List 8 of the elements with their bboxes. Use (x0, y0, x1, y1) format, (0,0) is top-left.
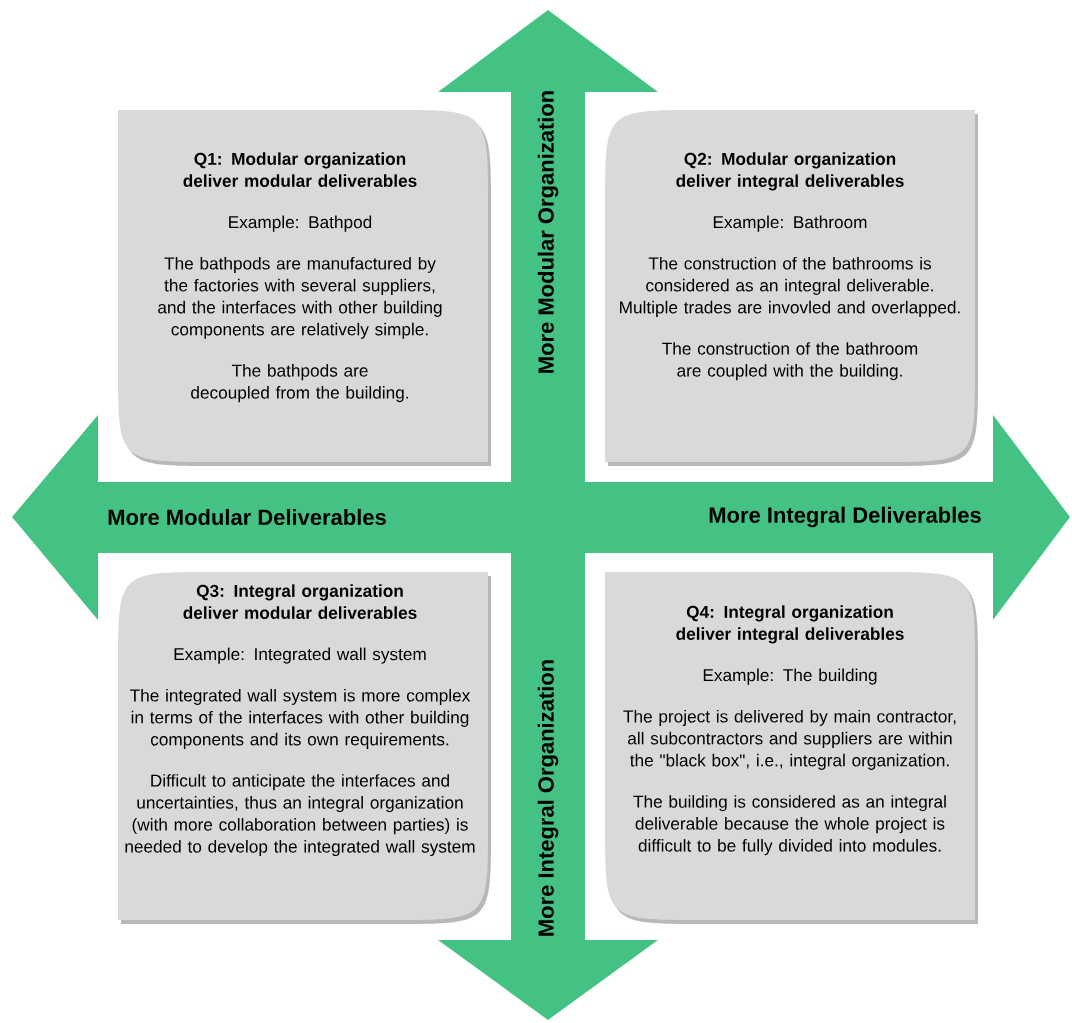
axis-label: More Modular Organization (537, 91, 559, 373)
quadrant-box: Q3: Integral organization deliver modular deliverables Example: Integrated wall system The integrated wall system is more complex in terms of the interfaces with other building components and its own requirements. Difficult to anticipate the interfaces and uncertainties, thus an integral organization (with more collaboration between parties) is needed to develop the integrated wall system (118, 572, 491, 924)
quadrant-box: Q1: Modular organization deliver modular deliverables Example: Bathpod The bathpods are manufactured by the factories with several suppliers, and the interfaces with other building components are relatively simple. The bathpods are decoupled from the building. (118, 110, 491, 466)
axis-label: More Integral Organization (537, 660, 559, 936)
axis-label: More Integral Deliverables (709, 506, 981, 528)
axis-label: More Modular Deliverables (108, 508, 386, 526)
quadrant-box: Q4: Integral organization deliver integral deliverables Example: The building The project is delivered by main contractor, all subcontractors and suppliers are within the "black box", i.e., integral organization. The building is considered as an integral deliverable because the whole project is difficult to be fully divided into modules. (605, 572, 978, 924)
quadrant-box: Q2: Modular organization deliver integral deliverables Example: Bathroom The construction of the bathrooms is considered as an integral deliverable. Multiple trades are invovled and overlapped. The construction of the bathroom are coupled with the building. (605, 110, 978, 466)
